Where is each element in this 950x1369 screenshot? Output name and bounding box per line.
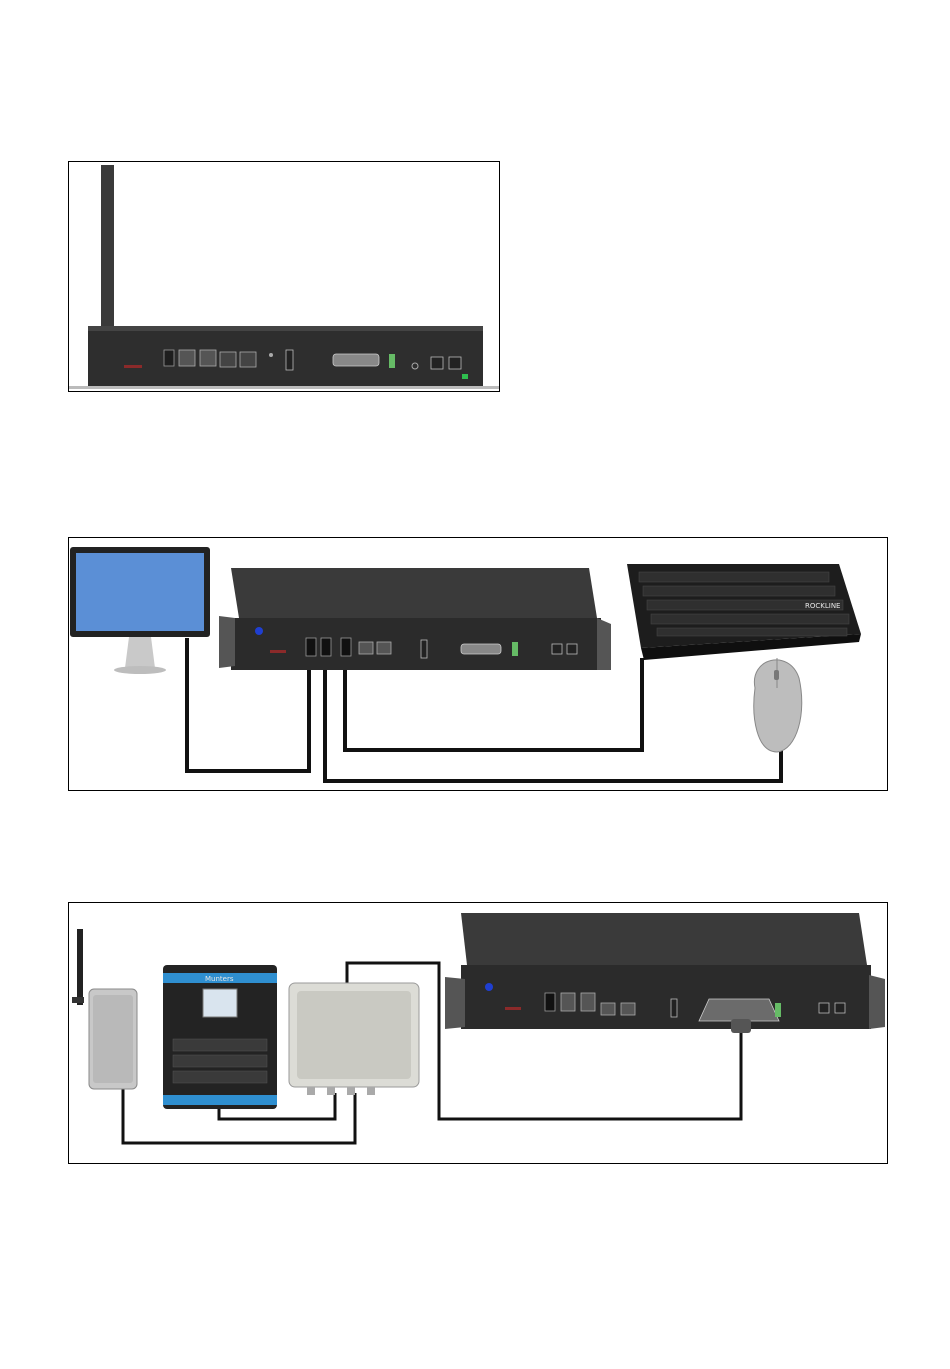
gateway-front-panel (88, 326, 483, 388)
gateway-box-icon (219, 568, 611, 670)
gateway-front-diagram (69, 162, 499, 391)
controller-brand: Munters (205, 975, 234, 983)
db25-connector-icon (333, 354, 379, 366)
keyboard-brand: ROCKLINE (805, 602, 840, 610)
figure-gateway-front (68, 161, 500, 392)
mouse-icon (754, 658, 802, 752)
gateway-box-icon (445, 913, 885, 1033)
keyboard-icon: ROCKLINE (627, 564, 861, 660)
field-devices-diagram: Munters (69, 903, 887, 1163)
peripherals-diagram: ROCKLINE (69, 538, 887, 790)
climate-controller-icon: Munters (163, 965, 277, 1109)
usb-port-icon (164, 350, 216, 366)
figure-peripherals: ROCKLINE (68, 537, 888, 791)
sd-card-slot-icon (124, 365, 142, 368)
figure-field-devices: Munters (68, 902, 888, 1164)
radio-enclosure-icon (72, 929, 137, 1089)
junction-box-icon (289, 983, 419, 1095)
